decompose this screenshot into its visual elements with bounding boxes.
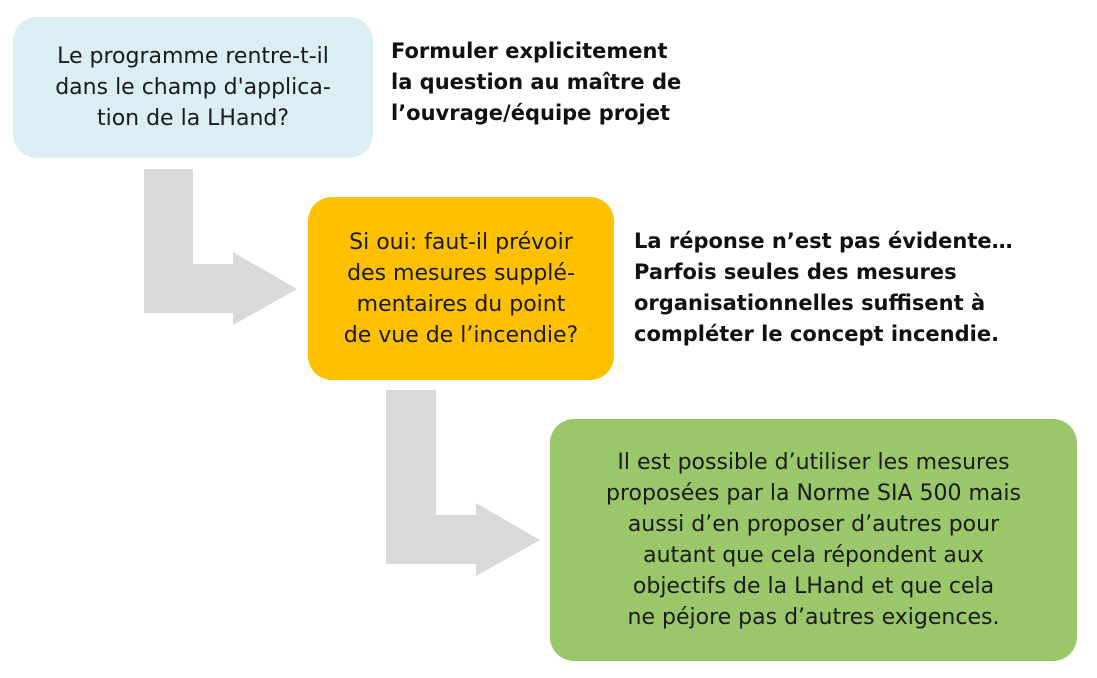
text-line: la question au maître de [391, 70, 682, 94]
text-line: Parfois seules des mesures [634, 260, 957, 284]
step-box-sia500-answer: Il est possible d’utiliser les mesures pr… [550, 419, 1077, 661]
text-line: ne péjore pas d’autres exigences. [627, 605, 1000, 630]
text-line: La réponse n’est pas évidente… [634, 229, 1013, 253]
text-line: proposées par la Norme SIA 500 mais [606, 481, 1021, 506]
text-line: Formuler explicitement [391, 39, 668, 63]
step-box-fire-measures-question: Si oui: faut-il prévoir des mesures suppl… [308, 197, 614, 380]
text-line: des mesures supplé- [347, 260, 575, 286]
text-line: l’ouvrage/équipe projet [391, 101, 671, 125]
text-line: compléter le concept incendie. [634, 322, 1000, 346]
text-line: aussi d’en proposer d’autres pour [627, 512, 1000, 537]
text-line: objectifs de la LHand et que cela [632, 574, 995, 599]
text-line: autant que cela répondent aux [643, 543, 984, 568]
note-formulate-question: Formuler explicitement la question au maî… [391, 36, 681, 129]
text-line: Il est possible d’utiliser les mesures [617, 450, 1010, 475]
step-box-scope-question: Le programme rentre-t-il dans le champ d'… [13, 17, 373, 158]
text-line: mentaires du point [356, 291, 566, 317]
text-line: Si oui: faut-il prévoir [349, 229, 573, 255]
text-line: tion de la LHand? [96, 106, 290, 131]
arrow-step1-to-step2 [144, 169, 297, 325]
note-answer-not-obvious: La réponse n’est pas évidente… Parfois se… [634, 226, 1013, 350]
text-line: dans le champ d'applica- [55, 75, 331, 100]
text-line: Le programme rentre-t-il [57, 44, 329, 69]
arrow-step2-to-step3 [386, 390, 540, 576]
text-line: organisationnelles suffisent à [634, 291, 986, 315]
text-line: de vue de l’incendie? [343, 322, 579, 348]
